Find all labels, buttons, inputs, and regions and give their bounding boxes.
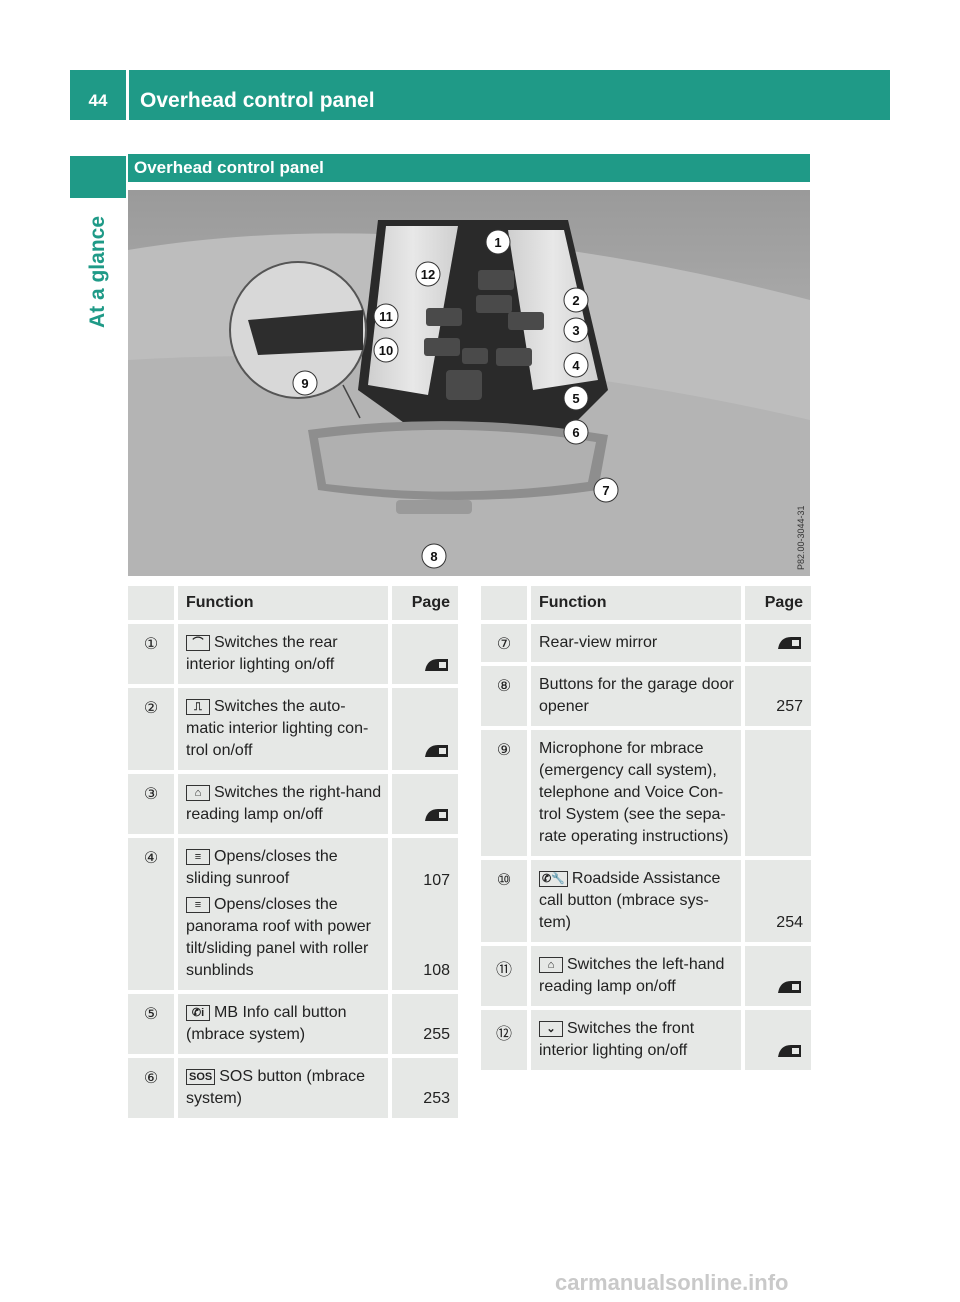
- row-number: ⑪: [481, 946, 531, 1010]
- page-title: Overhead control panel: [140, 89, 375, 112]
- front-light-icon: ⌄: [539, 1021, 563, 1037]
- function-text: Switches the front interior lighting on/…: [539, 1020, 695, 1059]
- page-ref: 254: [745, 860, 811, 946]
- svg-text:P82.00-3044-31: P82.00-3044-31: [796, 505, 806, 570]
- side-tab: [70, 156, 126, 198]
- table-row: ③ ⌂Switches the right-hand reading lamp …: [128, 774, 458, 838]
- rear-light-icon: ⌒: [186, 635, 210, 651]
- roadside-icon: ✆🔧: [539, 871, 568, 887]
- row-number: ④: [128, 838, 178, 994]
- col-page: Page: [392, 586, 458, 624]
- svg-text:11: 11: [379, 309, 393, 324]
- function-text: Switches the right-hand reading lamp on/…: [186, 784, 382, 823]
- section-title: Overhead control panel: [134, 158, 324, 177]
- vehicle-ref-icon: [425, 808, 448, 821]
- function-text: SOS button (mbrace system): [186, 1068, 366, 1107]
- vehicle-ref-icon: [425, 744, 448, 757]
- svg-text:3: 3: [572, 323, 579, 338]
- row-number: ⑦: [481, 624, 531, 666]
- function-text: Microphone for mbrace (emergency call sy…: [531, 730, 745, 860]
- vehicle-ref-icon: [425, 658, 448, 671]
- function-text: Buttons for the garage door opener: [531, 666, 745, 730]
- col-function: Function: [531, 586, 745, 624]
- svg-text:9: 9: [301, 376, 308, 391]
- table-row: ⑫ ⌄Switches the front interior lighting …: [481, 1010, 811, 1074]
- svg-text:7: 7: [602, 483, 609, 498]
- function-text: Switches the rear interior lighting on/o…: [186, 634, 338, 673]
- table-row: ② ⎍Switches the auto-matic interior ligh…: [128, 688, 458, 774]
- side-label: At a glance: [86, 215, 109, 329]
- svg-text:5: 5: [572, 391, 579, 406]
- row-number: ⑨: [481, 730, 531, 860]
- table-row: ① ⌒Switches the rear interior lighting o…: [128, 624, 458, 688]
- sunroof-icon: ≡: [186, 849, 210, 865]
- auto-light-off-icon: ⎍: [186, 699, 210, 715]
- section-bar: [128, 154, 810, 182]
- svg-text:1: 1: [494, 235, 501, 250]
- vehicle-ref-icon: [778, 980, 801, 993]
- svg-text:4: 4: [572, 358, 580, 373]
- function-text: Rear-view mirror: [531, 624, 745, 666]
- svg-text:8: 8: [430, 549, 437, 564]
- row-number: ⑧: [481, 666, 531, 730]
- page-ref: 108: [423, 962, 450, 979]
- function-text: Switches the left-hand reading lamp on/o…: [539, 956, 725, 995]
- function-table-left: Function Page ① ⌒Switches the rear inter…: [128, 586, 458, 1122]
- row-number: ⑤: [128, 994, 178, 1058]
- page-ref: 257: [745, 666, 811, 730]
- vehicle-ref-icon: [778, 636, 801, 649]
- function-text: Opens/closes the panorama roof with powe…: [186, 896, 371, 979]
- header-divider: [126, 70, 129, 120]
- row-number: ⑫: [481, 1010, 531, 1074]
- table-row: ⑩ ✆🔧Roadside Assistance call button (mbr…: [481, 860, 811, 946]
- row-number: ⑩: [481, 860, 531, 946]
- col-num: [128, 586, 178, 624]
- svg-text:2: 2: [572, 293, 579, 308]
- sunroof-icon: ≡: [186, 897, 210, 913]
- vehicle-ref-icon: [778, 1044, 801, 1057]
- table-row: ⑦ Rear-view mirror: [481, 624, 811, 666]
- page-number: 44: [88, 91, 108, 110]
- overhead-panel-photo: 1 2 3 4 5 6 7 8 9 10 11 12 P82.00-3044-3…: [128, 190, 810, 576]
- function-text: Switches the auto-matic interior lightin…: [186, 698, 369, 759]
- function-table-right: Function Page ⑦ Rear-view mirror ⑧ Butto…: [481, 586, 811, 1074]
- table-row: ⑨ Microphone for mbrace (emergency call …: [481, 730, 811, 860]
- sos-icon: SOS: [186, 1069, 216, 1085]
- page-ref: [745, 730, 811, 860]
- row-number: ③: [128, 774, 178, 838]
- col-num: [481, 586, 531, 624]
- svg-text:6: 6: [572, 425, 579, 440]
- row-number: ①: [128, 624, 178, 688]
- function-text: MB Info call button (mbrace system): [186, 1004, 347, 1043]
- watermark: carmanualsonline.info: [555, 1270, 789, 1295]
- table-row: ⑧ Buttons for the garage door opener 257: [481, 666, 811, 730]
- col-page: Page: [745, 586, 811, 624]
- svg-text:10: 10: [379, 343, 393, 358]
- reading-lamp-icon: ⌂: [539, 957, 563, 973]
- header-bar: [70, 70, 890, 120]
- table-row: ④ ≡Opens/closes the sliding sunroof ≡Ope…: [128, 838, 458, 994]
- reading-lamp-icon: ⌂: [186, 785, 210, 801]
- info-call-icon: ✆i: [186, 1005, 210, 1021]
- svg-text:12: 12: [421, 267, 435, 282]
- row-number: ②: [128, 688, 178, 774]
- table-row: ⑪ ⌂Switches the left-hand reading lamp o…: [481, 946, 811, 1010]
- col-function: Function: [178, 586, 392, 624]
- page-ref: 255: [392, 994, 458, 1058]
- page-ref: 253: [392, 1058, 458, 1122]
- function-text: Roadside Assistance call button (mbrace …: [539, 870, 721, 931]
- row-number: ⑥: [128, 1058, 178, 1122]
- page-ref: 107: [423, 872, 450, 889]
- function-text: Opens/closes the sliding sunroof: [186, 848, 338, 887]
